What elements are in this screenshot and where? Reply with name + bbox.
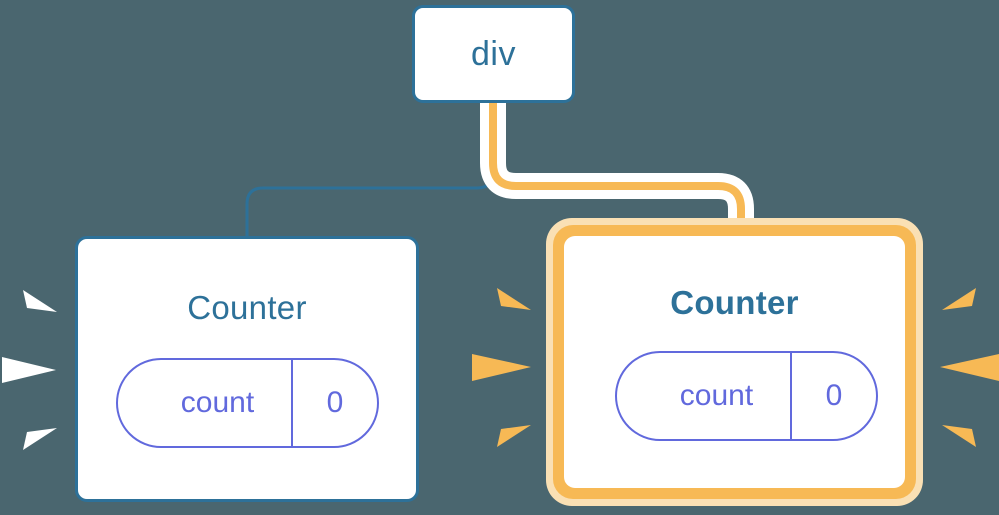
sparkle-ray-middle — [940, 354, 999, 381]
sparkle-ray-upper — [23, 290, 57, 312]
sparkle-group-right-card-left — [472, 288, 531, 447]
node-div-label: div — [471, 34, 516, 73]
sparkle-ray-lower — [23, 428, 57, 450]
counter-left-state-key: count — [180, 386, 255, 419]
sparkle-group-right-card-right — [940, 288, 999, 447]
sparkle-group-left-card — [2, 290, 57, 450]
counter-left-state-pill: count 0 — [116, 358, 379, 448]
edge-div-to-right-counter — [489, 100, 745, 232]
counter-left-title: Counter — [187, 289, 307, 326]
counter-right-highlight-ring: Counter count 0 — [553, 225, 916, 499]
node-counter-right[interactable]: Counter count 0 — [564, 236, 905, 488]
node-div[interactable]: div — [412, 5, 575, 103]
counter-right-state-value: 0 — [790, 353, 876, 439]
counter-right-title: Counter — [670, 284, 799, 321]
sparkle-ray-middle — [472, 354, 531, 381]
counter-right-state-pill: count 0 — [615, 351, 878, 441]
sparkle-ray-lower — [497, 425, 531, 447]
sparkle-ray-upper — [942, 288, 976, 310]
counter-left-state-value: 0 — [291, 360, 377, 446]
node-counter-right-highlight[interactable]: Counter count 0 — [546, 218, 923, 506]
counter-right-state-key: count — [679, 379, 754, 412]
node-counter-left[interactable]: Counter count 0 — [75, 236, 419, 502]
sparkle-ray-middle — [2, 357, 56, 383]
sparkle-ray-lower — [942, 425, 976, 447]
sparkle-ray-upper — [497, 288, 531, 310]
